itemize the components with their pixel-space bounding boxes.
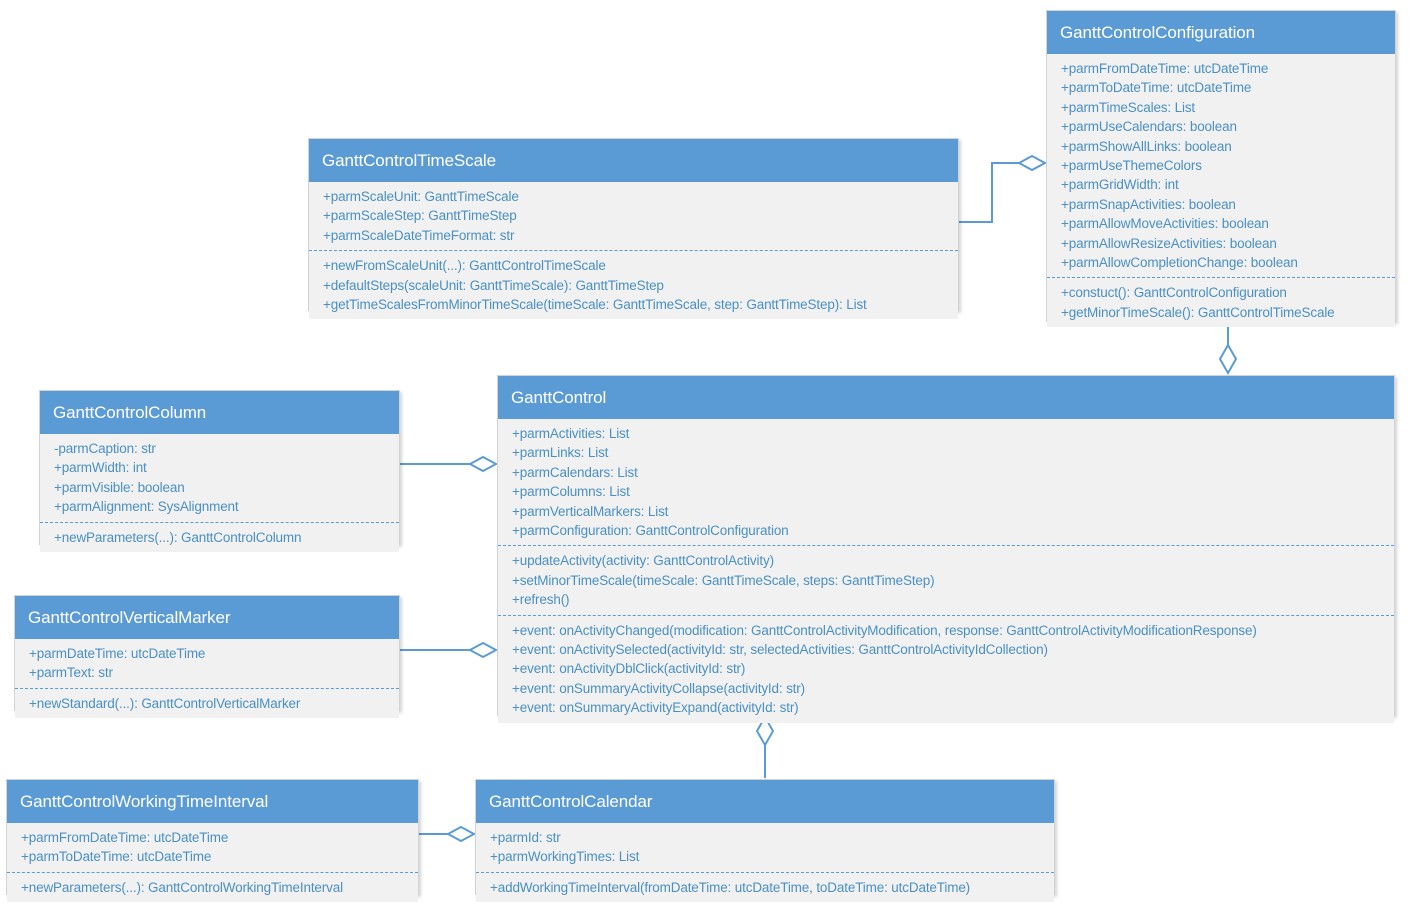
class-section-methods: +addWorkingTimeInterval(fromDateTime: ut… xyxy=(476,871,1054,903)
class-member: +parmLinks: List xyxy=(512,445,609,461)
class-section-attributes: +parmDateTime: utcDateTime +parmText: str xyxy=(15,639,399,688)
connector-column-to-ganttcontrol xyxy=(400,455,499,473)
class-member: +updateActivity(activity: GanttControlAc… xyxy=(512,553,774,569)
class-member: +parmAllowCompletionChange: boolean xyxy=(1061,255,1298,271)
class-box-gantt-control-working-time-interval[interactable]: GanttControlWorkingTimeInterval+parmFrom… xyxy=(6,779,419,903)
class-member: +event: onActivitySelected(activityId: s… xyxy=(512,642,1048,658)
connector-timescale-to-configuration xyxy=(959,154,1048,223)
class-box-gantt-control-calendar[interactable]: GanttControlCalendar +parmId: str +parmWor… xyxy=(475,779,1055,903)
connector-workingtimeinterval-to-calendar xyxy=(419,825,477,843)
class-title-gantt-control-configuration: GanttControlConfiguration xyxy=(1047,11,1395,54)
class-box-gantt-control-configuration[interactable]: GanttControlConfiguration+parmFromDateTi… xyxy=(1046,10,1396,328)
class-section-methods: +updateActivity(activity: GanttControlAc… xyxy=(498,545,1394,615)
class-title-gantt-control-vertical-marker: GanttControlVerticalMarker xyxy=(15,596,399,639)
class-member: +constuct(): GanttControlConfiguration xyxy=(1061,285,1287,301)
class-member: +parmAlignment: SysAlignment xyxy=(54,499,239,515)
class-member: +parmWidth: int xyxy=(54,460,147,476)
class-section-methods: +newParameters(...): GanttControlColumn xyxy=(40,521,399,553)
class-member: +refresh() xyxy=(512,592,570,608)
class-member: +parmDateTime: utcDateTime xyxy=(29,646,206,661)
class-member: +parmId: str xyxy=(490,830,561,845)
class-box-gantt-control-vertical-marker[interactable]: GanttControlVerticalMarker+parmDateTime:… xyxy=(14,595,400,719)
class-member: +newParameters(...): GanttControlWorking… xyxy=(21,879,343,895)
class-member: +parmScaleDateTimeFormat: str xyxy=(323,227,515,243)
class-member: +parmConfiguration: GanttControlConfigur… xyxy=(512,523,789,539)
class-member: +parmColumns: List xyxy=(512,484,630,500)
class-member: +parmTimeScales: List xyxy=(1061,99,1196,115)
class-box-gantt-control-column[interactable]: GanttControlColumn -parmCaption: str +parm… xyxy=(39,390,400,553)
connector-calendar-to-ganttcontrol xyxy=(755,714,775,778)
class-member: +parmFromDateTime: utcDateTime xyxy=(1061,61,1269,76)
class-member: +parmFromDateTime: utcDateTime xyxy=(21,830,229,845)
class-member: +parmAllowResizeActivities: boolean xyxy=(1061,235,1277,251)
class-member: +newParameters(...): GanttControlColumn xyxy=(54,529,302,545)
class-member: +parmActivities: List xyxy=(512,426,630,441)
connector-configuration-to-ganttcontrol xyxy=(1218,322,1238,376)
class-section-events: +event: onActivityChanged(modification: … xyxy=(498,614,1394,723)
class-member: +getTimeScalesFromMinorTimeScale(timeSca… xyxy=(323,297,867,313)
class-title-gantt-control-time-scale: GanttControlTimeScale xyxy=(309,139,958,182)
class-section-attributes: -parmCaption: str +parmWidth: int +parmVis… xyxy=(40,434,399,522)
class-box-gantt-control[interactable]: GanttControl +parmActivities: List +parmLi… xyxy=(497,375,1395,723)
class-section-methods: +newStandard(...): GanttControlVerticalM… xyxy=(15,687,399,719)
class-section-methods: +constuct(): GanttControlConfiguration +g… xyxy=(1047,277,1395,328)
class-member: -parmCaption: str xyxy=(54,441,156,456)
class-member: +event: onActivityDblClick(activityId: s… xyxy=(512,661,746,677)
class-section-attributes: +parmId: str +parmWorkingTimes: List xyxy=(476,823,1054,872)
class-member: +parmUseThemeColors xyxy=(1061,158,1202,174)
class-title-gantt-control-calendar: GanttControlCalendar xyxy=(476,780,1054,823)
class-member: +parmScaleStep: GanttTimeStep xyxy=(323,208,517,224)
class-section-methods: +newParameters(...): GanttControlWorking… xyxy=(7,871,418,903)
class-section-methods: +newFromScaleUnit(...): GanttControlTime… xyxy=(309,250,958,320)
class-member: +parmUseCalendars: boolean xyxy=(1061,119,1237,135)
class-member: +event: onSummaryActivityExpand(activity… xyxy=(512,700,799,716)
class-member: +parmGridWidth: int xyxy=(1061,177,1179,193)
class-title-gantt-control-column: GanttControlColumn xyxy=(40,391,399,434)
class-section-attributes: +parmActivities: List +parmLinks: List +pa… xyxy=(498,419,1394,546)
class-member: +parmShowAllLinks: boolean xyxy=(1061,138,1232,154)
class-member: +getMinorTimeScale(): GanttControlTimeSc… xyxy=(1061,304,1335,320)
class-title-gantt-control-working-time-interval: GanttControlWorkingTimeInterval xyxy=(7,780,418,823)
class-member: +parmText: str xyxy=(29,665,113,681)
class-member: +parmVisible: boolean xyxy=(54,479,185,495)
class-box-gantt-control-time-scale[interactable]: GanttControlTimeScale+parmScaleUnit: Gan… xyxy=(308,138,959,320)
class-member: +parmVerticalMarkers: List xyxy=(512,503,669,519)
class-member: +parmWorkingTimes: List xyxy=(490,849,640,865)
class-member: +addWorkingTimeInterval(fromDateTime: ut… xyxy=(490,879,971,895)
class-member: +newFromScaleUnit(...): GanttControlTime… xyxy=(323,258,606,274)
class-member: +parmSnapActivities: boolean xyxy=(1061,196,1236,212)
class-member: +parmToDateTime: utcDateTime xyxy=(21,849,212,865)
class-member: +setMinorTimeScale(timeScale: GanttTimeS… xyxy=(512,572,935,588)
class-section-attributes: +parmFromDateTime: utcDateTime +parmToDat… xyxy=(1047,54,1395,278)
class-title-gantt-control: GanttControl xyxy=(498,376,1394,419)
class-member: +defaultSteps(scaleUnit: GanttTimeScale)… xyxy=(323,277,664,293)
class-member: +event: onSummaryActivityCollapse(activi… xyxy=(512,680,805,696)
class-member: +parmScaleUnit: GanttTimeScale xyxy=(323,189,519,204)
class-member: +event: onActivityChanged(modification: … xyxy=(512,622,1257,638)
class-member: +parmAllowMoveActivities: boolean xyxy=(1061,216,1269,232)
class-member: +parmCalendars: List xyxy=(512,464,638,480)
class-member: +parmToDateTime: utcDateTime xyxy=(1061,80,1252,96)
class-member: +newStandard(...): GanttControlVerticalM… xyxy=(29,695,301,711)
class-section-attributes: +parmFromDateTime: utcDateTime +parmToDat… xyxy=(7,823,418,872)
class-section-attributes: +parmScaleUnit: GanttTimeScale +parmScale… xyxy=(309,182,958,251)
connector-verticalmarker-to-ganttcontrol xyxy=(400,641,499,659)
